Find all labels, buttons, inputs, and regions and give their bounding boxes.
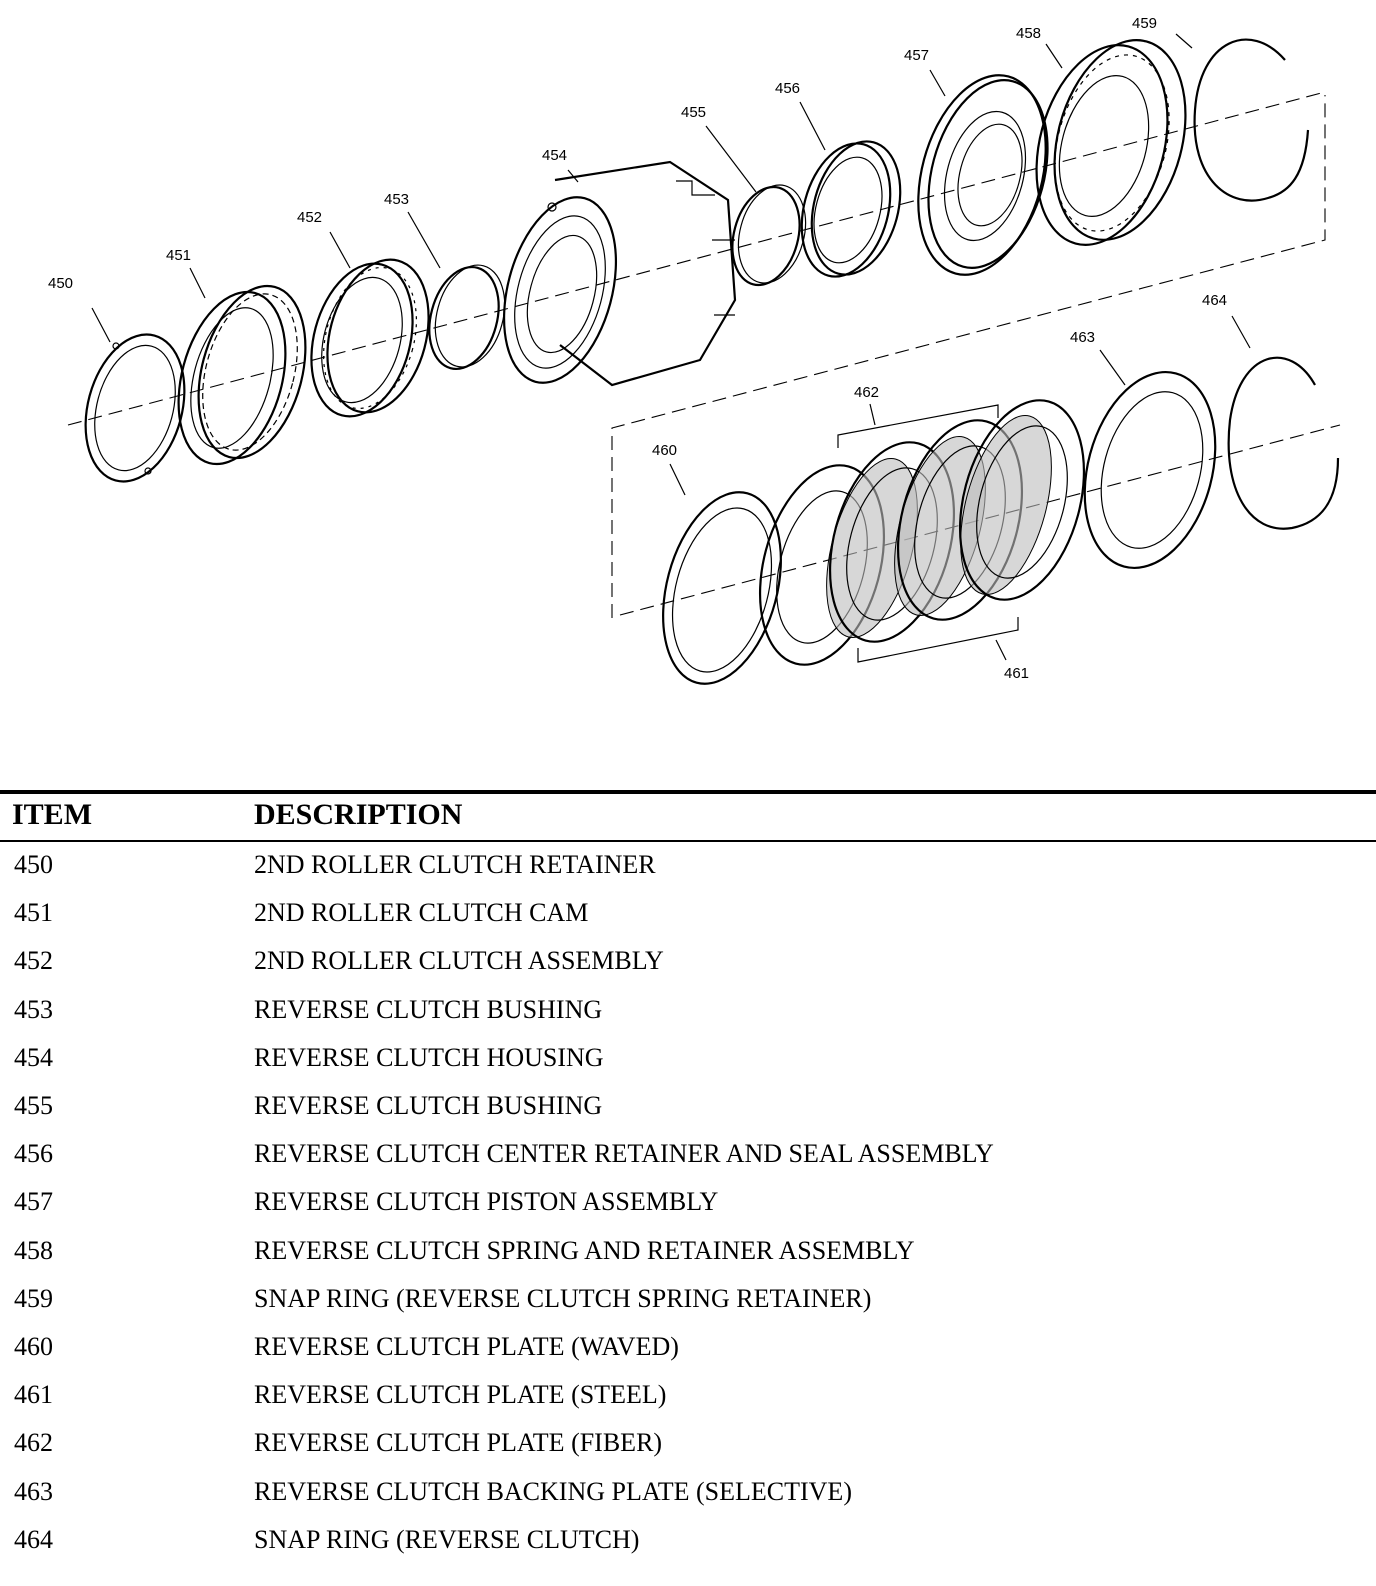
item-number: 451 (14, 898, 53, 928)
item-description: REVERSE CLUTCH HOUSING (254, 1042, 604, 1072)
assembly-bracket (611, 95, 1326, 618)
table-row: 453 REVERSE CLUTCH BUSHING (0, 995, 1376, 1043)
table-row: 464 SNAP RING (REVERSE CLUTCH) (0, 1525, 1376, 1573)
table-row: 450 2ND ROLLER CLUTCH RETAINER (0, 850, 1376, 898)
table-top-rule (0, 790, 1376, 794)
part-457-piston (917, 74, 1049, 276)
leader-lines (91, 33, 1251, 661)
callout-462: 462 (854, 384, 879, 401)
item-description: REVERSE CLUTCH BUSHING (254, 1091, 603, 1120)
item-number: 464 (14, 1524, 53, 1554)
lower-center-axis (619, 424, 1341, 616)
bracket-461 (857, 617, 1019, 663)
item-number: 462 (14, 1428, 53, 1458)
item-description: SNAP RING (REVERSE CLUTCH) (254, 1524, 640, 1554)
item-number: 457 (14, 1187, 53, 1217)
item-description: REVERSE CLUTCH SPRING AND RETAINER ASSEM… (254, 1235, 915, 1265)
table-row: 451 2ND ROLLER CLUTCH CAM (0, 898, 1376, 946)
item-number: 453 (14, 994, 53, 1024)
table-row: 457 REVERSE CLUTCH PISTON ASSEMBLY (0, 1187, 1376, 1235)
callout-457: 457 (904, 47, 929, 64)
callout-452: 452 (297, 209, 322, 226)
part-459-snap-ring (1193, 38, 1310, 202)
table-row: 455 REVERSE CLUTCH BUSHING (0, 1091, 1376, 1139)
callout-451: 451 (166, 247, 191, 264)
item-description: REVERSE CLUTCH PISTON ASSEMBLY (254, 1187, 719, 1217)
item-number: 454 (14, 1042, 53, 1072)
column-header-description: DESCRIPTION (254, 798, 463, 831)
table-row: 458 REVERSE CLUTCH SPRING AND RETAINER AS… (0, 1236, 1376, 1284)
part-451-cam (177, 284, 307, 466)
item-number: 450 (14, 850, 53, 879)
part-454-housing (502, 160, 737, 387)
item-number: 452 (14, 946, 53, 976)
upper-center-axis (67, 91, 1326, 426)
callout-455: 455 (681, 104, 706, 121)
table-row: 461 REVERSE CLUTCH PLATE (STEEL) (0, 1380, 1376, 1428)
item-number: 458 (14, 1235, 53, 1265)
part-450-retainer (84, 333, 186, 483)
item-number: 460 (14, 1332, 53, 1361)
item-description: 2ND ROLLER CLUTCH CAM (254, 898, 589, 928)
callout-461: 461 (1004, 665, 1029, 682)
item-number: 455 (14, 1091, 53, 1120)
part-456-center-retainer (800, 140, 902, 278)
part-463-backing-plate (1083, 370, 1217, 570)
table-row: 452 2ND ROLLER CLUTCH ASSEMBLY (0, 946, 1376, 994)
column-header-item: ITEM (12, 798, 93, 831)
item-description: REVERSE CLUTCH BUSHING (254, 994, 603, 1024)
callout-463: 463 (1070, 329, 1095, 346)
table-row: 454 REVERSE CLUTCH HOUSING (0, 1043, 1376, 1091)
item-description: 2ND ROLLER CLUTCH RETAINER (254, 850, 656, 879)
item-number: 459 (14, 1283, 53, 1313)
table-row: 456 REVERSE CLUTCH CENTER RETAINER AND SE… (0, 1139, 1376, 1187)
table-row: 463 REVERSE CLUTCH BACKING PLATE (SELECTI… (0, 1477, 1376, 1525)
callout-458: 458 (1016, 25, 1041, 42)
part-453-bushing (428, 264, 506, 371)
item-description: REVERSE CLUTCH BACKING PLATE (SELECTIVE) (254, 1476, 852, 1506)
table-row: 462 REVERSE CLUTCH PLATE (FIBER) (0, 1428, 1376, 1476)
part-452-roller-clutch (310, 258, 430, 418)
item-description: REVERSE CLUTCH PLATE (FIBER) (254, 1428, 663, 1458)
header-rule (0, 840, 1376, 842)
part-458-spring-retainer (1035, 39, 1187, 246)
bracket-462 (837, 404, 999, 448)
exploded-parts-diagram: 450 451 452 453 454 455 456 457 458 459 … (48, 15, 1341, 685)
item-description: REVERSE CLUTCH PLATE (WAVED) (254, 1332, 679, 1361)
table-row: 460 REVERSE CLUTCH PLATE (WAVED) (0, 1332, 1376, 1380)
callout-459: 459 (1132, 15, 1157, 32)
item-number: 461 (14, 1380, 53, 1410)
item-description: SNAP RING (REVERSE CLUTCH SPRING RETAINE… (254, 1283, 872, 1313)
callout-460: 460 (652, 442, 677, 459)
item-number: 456 (14, 1139, 53, 1169)
callout-464: 464 (1202, 292, 1227, 309)
callout-450: 450 (48, 275, 73, 292)
item-description: REVERSE CLUTCH PLATE (STEEL) (254, 1380, 667, 1410)
item-number: 463 (14, 1476, 53, 1506)
item-description: REVERSE CLUTCH CENTER RETAINER AND SEAL … (254, 1139, 994, 1169)
part-464-snap-ring (1227, 356, 1340, 530)
callout-456: 456 (775, 80, 800, 97)
part-460-waved-plate (662, 491, 782, 685)
clutch-plate-pack (758, 399, 1086, 666)
table-row: 459 SNAP RING (REVERSE CLUTCH SPRING RETA… (0, 1284, 1376, 1332)
callout-453: 453 (384, 191, 409, 208)
item-description: 2ND ROLLER CLUTCH ASSEMBLY (254, 946, 664, 976)
callout-454: 454 (542, 147, 567, 164)
